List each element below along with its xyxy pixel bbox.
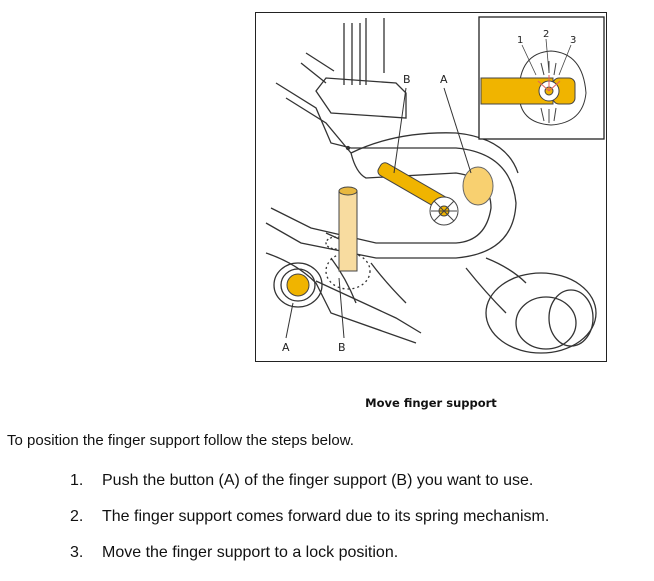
list-item: 1. Push the button (A) of the finger sup… <box>70 472 549 508</box>
label-support-b-left: B <box>338 341 346 354</box>
steps-list: 1. Push the button (A) of the finger sup… <box>70 472 549 580</box>
intro-text: To position the finger support follow th… <box>7 432 354 449</box>
label-position-1: 1 <box>517 35 523 46</box>
step-text: Push the button (A) of the finger suppor… <box>102 472 534 489</box>
label-button-a-left: A <box>282 341 290 354</box>
device-drawing: A B B A 1 2 3 <box>265 16 605 354</box>
step-number: 3. <box>70 544 84 561</box>
step-number: 1. <box>70 472 84 489</box>
label-support-b-top: B <box>403 73 411 86</box>
list-item: 3. Move the finger support to a lock pos… <box>70 544 549 580</box>
label-position-3: 3 <box>570 35 576 46</box>
list-item: 2. The finger support comes forward due … <box>70 508 549 544</box>
figure-caption: Move finger support <box>365 396 497 410</box>
step-text: Move the finger support to a lock positi… <box>102 544 399 561</box>
finger-support-illustration: A B B A 1 2 3 <box>255 12 607 362</box>
label-button-a-top: A <box>440 73 448 86</box>
step-text: The finger support comes forward due to … <box>102 508 550 525</box>
label-position-2: 2 <box>543 29 549 40</box>
step-number: 2. <box>70 508 84 525</box>
